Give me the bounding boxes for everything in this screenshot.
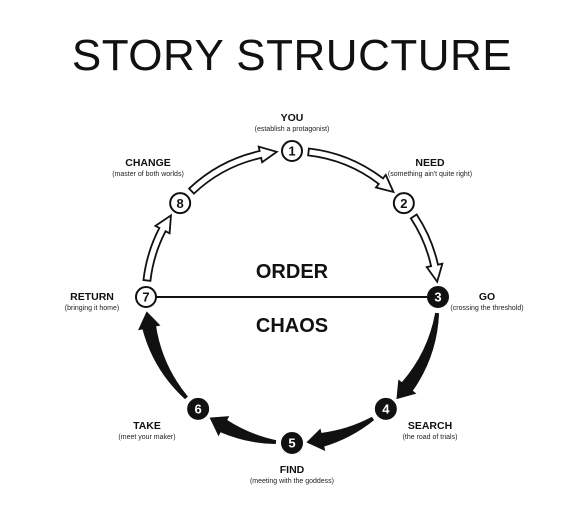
label-layer: YOU (establish a protagonist) NEED (somethi… (65, 112, 524, 485)
step-6-title: TAKE (133, 420, 161, 432)
step-3-subtitle: (crossing the threshold) (450, 305, 523, 312)
node-6-circle (187, 397, 210, 420)
node-2-circle (392, 192, 415, 215)
step-8-title: CHANGE (125, 157, 171, 169)
node-6-number: 6 (195, 401, 202, 416)
node-4-circle (374, 397, 397, 420)
node-1: 1 (281, 140, 303, 162)
node-5: 5 (281, 432, 303, 454)
step-7-label: RETURN (bringing it home) (65, 291, 119, 312)
arrow-5-to-6 (209, 416, 277, 445)
step-6-label: TAKE (meet your maker) (118, 420, 175, 441)
arrow-6-to-7 (138, 311, 188, 400)
node-8-circle (169, 192, 192, 215)
node-7-number: 7 (142, 290, 149, 305)
arrow-8-to-1 (187, 145, 279, 195)
order-label: ORDER (256, 261, 329, 283)
node-3: 3 (427, 286, 449, 308)
node-1-circle (281, 140, 303, 162)
step-2-label: NEED (something ain't quite right) (388, 157, 472, 178)
node-2-number: 2 (400, 196, 407, 211)
node-5-circle (281, 432, 303, 454)
step-7-subtitle: (bringing it home) (65, 305, 119, 312)
step-4-title: SEARCH (408, 420, 452, 432)
step-8-label: CHANGE (master of both worlds) (112, 157, 184, 178)
arrow-7-to-8 (142, 213, 173, 282)
node-3-circle (427, 286, 449, 308)
step-4-label: SEARCH (the road of trials) (403, 420, 458, 441)
arrow-2-to-3 (409, 213, 444, 284)
diagram-title: STORY STRUCTURE (72, 31, 512, 80)
arrow-3-to-4 (396, 312, 440, 400)
connector-layer (138, 145, 444, 451)
node-3-number: 3 (434, 290, 441, 305)
step-3-title: GO (479, 291, 495, 303)
node-6: 6 (187, 397, 210, 420)
node-7: 7 (135, 286, 157, 308)
step-1-subtitle: (establish a protagonist) (255, 126, 330, 133)
arrow-4-to-5 (306, 416, 375, 451)
step-2-subtitle: (something ain't quite right) (388, 171, 472, 178)
step-8-subtitle: (master of both worlds) (112, 171, 184, 178)
step-5-subtitle: (meeting with the goddess) (250, 478, 334, 485)
node-8: 8 (169, 192, 192, 215)
chaos-label: CHAOS (256, 315, 328, 337)
node-1-number: 1 (288, 144, 295, 159)
step-4-subtitle: (the road of trials) (403, 434, 458, 441)
node-7-circle (135, 286, 157, 308)
step-5-title: FIND (280, 464, 305, 476)
step-2-title: NEED (415, 157, 445, 169)
node-4: 4 (374, 397, 397, 420)
node-4-number: 4 (382, 401, 390, 416)
node-layer: 1 2 3 4 5 6 7 8 (135, 140, 449, 454)
step-7-title: RETURN (70, 291, 114, 303)
step-1-label: YOU (establish a protagonist) (255, 112, 330, 133)
step-5-label: FIND (meeting with the goddess) (250, 464, 334, 485)
node-8-number: 8 (177, 196, 184, 211)
step-1-title: YOU (281, 112, 304, 124)
node-5-number: 5 (288, 436, 295, 451)
step-3-label: GO (crossing the threshold) (450, 291, 523, 312)
step-6-subtitle: (meet your maker) (118, 434, 175, 441)
node-2: 2 (392, 192, 415, 215)
arrow-1-to-2 (307, 147, 396, 194)
